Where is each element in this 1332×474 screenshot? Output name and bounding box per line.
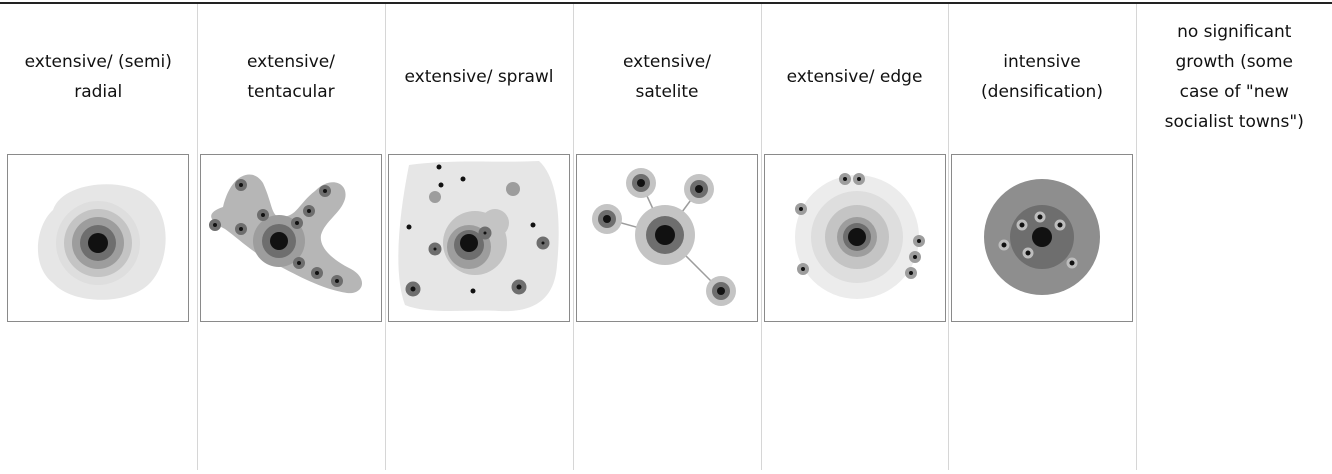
header-row: extensive/ (semi) radial extensive/ tent… [0,4,1332,150]
radial-growth-diagram [7,154,190,322]
tentacular-growth-diagram [200,154,382,322]
cell-no-growth [1135,150,1332,470]
cell-tentacular [196,150,385,470]
city-core [460,234,478,252]
subcenters [209,179,343,287]
satellite-towns [592,168,736,306]
heading-edge: extensive/ edge [760,4,948,150]
city-core [655,225,675,245]
heading-no-growth: no significant growth (some case of "new… [1135,4,1332,150]
subcenters [405,226,550,297]
scattered-dots [406,164,536,294]
cell-densification [947,150,1136,470]
densification-diagram [951,154,1133,322]
sprawl-growth-diagram [388,154,570,322]
heading-tentacular: extensive/ tentacular [196,4,385,150]
urban-growth-typology-table: extensive/ (semi) radial extensive/ tent… [0,4,1332,470]
diagram-row [0,150,1332,470]
city-core [1032,227,1052,247]
city-core [88,233,109,253]
cell-edge [760,150,948,470]
edge-nodes [794,173,925,279]
cell-sprawl [384,150,573,470]
heading-satellite: extensive/ satelite [572,4,761,150]
cell-radial [0,150,197,470]
city-core [847,228,866,246]
city-core [270,232,288,250]
heading-sprawl: extensive/ sprawl [384,4,573,150]
table-top-rule [0,2,1332,4]
edge-growth-diagram [763,154,946,322]
satellite-growth-diagram [576,154,758,322]
dense-subcenters [998,211,1078,269]
heading-radial: extensive/ (semi) radial [24,52,172,102]
heading-densification: intensive (densification) [947,4,1136,150]
cell-satellite [572,150,761,470]
